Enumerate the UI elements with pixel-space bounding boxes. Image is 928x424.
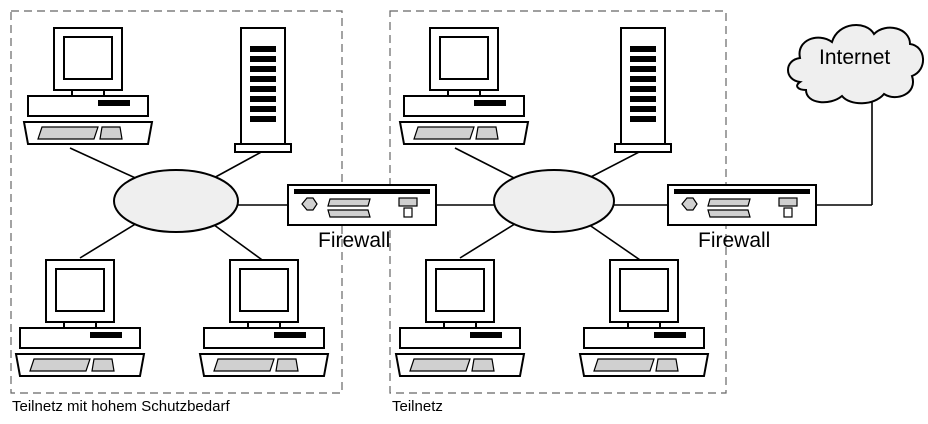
firewall-1-device: [287, 184, 437, 226]
workstation-right-bottom: [395, 259, 525, 377]
workstation-right-top: [399, 27, 529, 145]
workstation-right-bottom-right: [579, 259, 709, 377]
hub-left: [113, 169, 239, 233]
server-right: [614, 27, 672, 153]
internet-label: Internet: [819, 46, 891, 69]
firewall-1-label: Firewall: [318, 229, 391, 252]
workstation-left-bottom: [15, 259, 145, 377]
network-links: [69, 92, 873, 263]
zone-subnet-label: Teilnetz: [392, 398, 443, 415]
workstation-left-top: [23, 27, 153, 145]
server-left: [234, 27, 292, 153]
internet-cloud-icon: [787, 23, 924, 105]
hub-right: [493, 169, 615, 233]
firewall-2-label: Firewall: [698, 229, 771, 252]
zone-high-protection-label: Teilnetz mit hohem Schutzbedarf: [12, 398, 230, 415]
firewall-2-device: [667, 184, 817, 226]
workstation-left-bottom-right: [199, 259, 329, 377]
